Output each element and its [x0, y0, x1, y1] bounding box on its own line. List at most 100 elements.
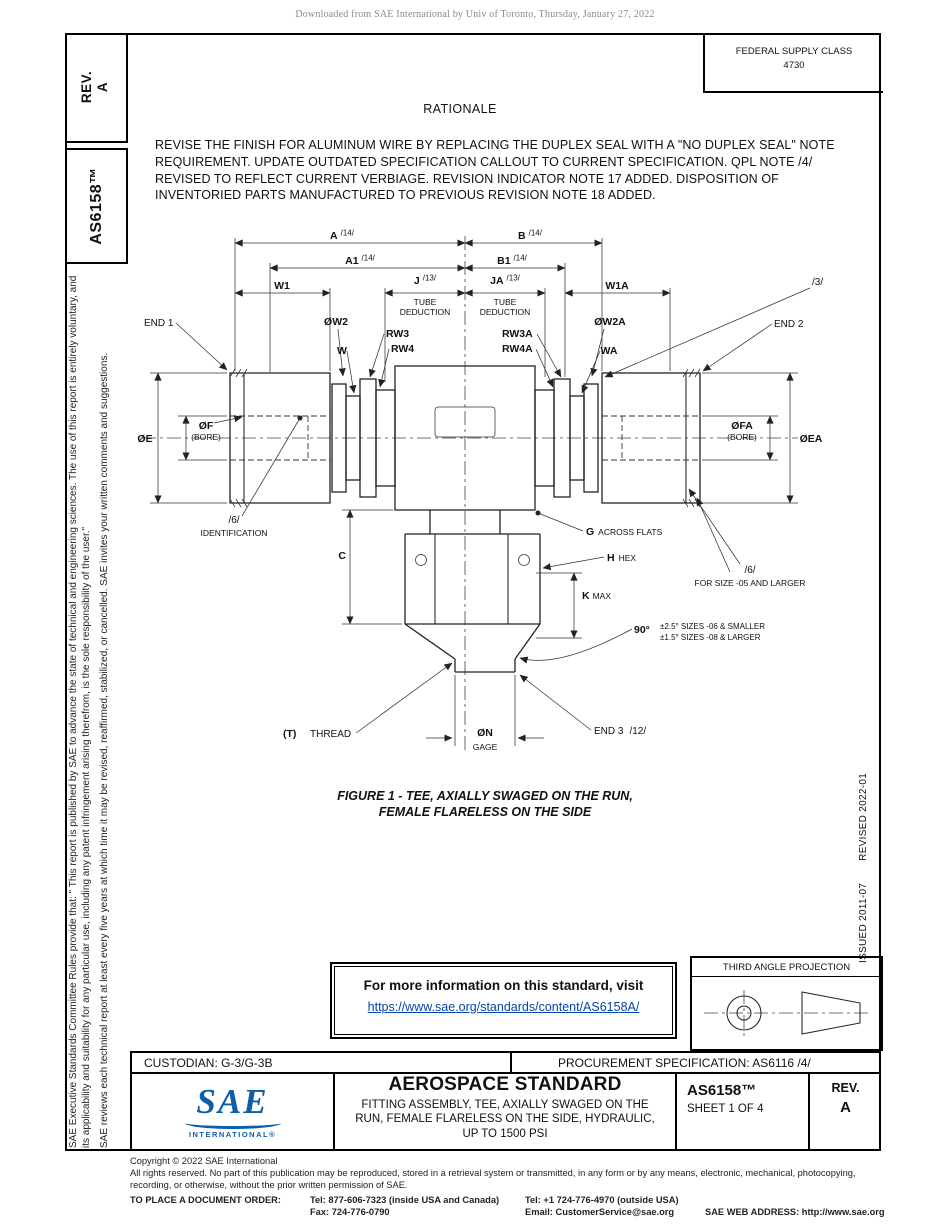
label-note3: /3/ [812, 277, 823, 288]
label-t: (T) [283, 728, 296, 740]
label-w: W [337, 345, 347, 357]
label-rw3: RW3 [386, 328, 409, 340]
label-c: C [338, 550, 346, 562]
fax-number: Fax: 724-776-0790 [310, 1206, 390, 1217]
figure-1-drawing: A/14/ B/14/ A1/14/ B1/14/ W1 W1A J/13/ T… [137, 229, 823, 753]
label-a1: A1/14/ [345, 254, 376, 268]
tel-outside: Tel: +1 724-776-4970 (outside USA) [525, 1194, 679, 1205]
copyright-line: Copyright © 2022 SAE International [130, 1156, 278, 1166]
more-info-text: For more information on this standard, v… [363, 978, 644, 993]
document-frame [65, 33, 881, 1151]
rev-box: REV. A [65, 33, 128, 143]
fsc-value: 4730 [783, 60, 805, 72]
revision-label: REV. [831, 1081, 860, 1095]
label-f-bore: (BORE) [191, 432, 221, 442]
issued-date: ISSUED 2011-07 [858, 882, 869, 963]
label-j: J/13/ [414, 274, 437, 288]
custodian-cell: CUSTODIAN: G-3/G-3B [144, 1055, 273, 1070]
title-block: SAE INTERNATIONAL® AEROSPACE STANDARD FI… [130, 1072, 881, 1151]
standard-link[interactable]: https://www.sae.org/standards/content/AS… [367, 1000, 640, 1014]
label-ja-deduction: DEDUCTION [480, 307, 531, 317]
label-fa: ØFA [731, 420, 753, 432]
label-w1a: W1A [605, 280, 629, 292]
label-gage: GAGE [473, 742, 498, 752]
label-end3: END 3/12/ [594, 726, 646, 737]
end2-fitting-outline [601, 368, 701, 508]
rev-label: REV. [79, 70, 94, 104]
email-address: Email: CustomerService@sae.org [525, 1206, 675, 1217]
copyright-block: Copyright © 2022 SAE International All r… [130, 1156, 885, 1219]
sae-logo-cell: SAE INTERNATIONAL® [132, 1072, 333, 1151]
label-for-size: FOR SIZE -05 AND LARGER [695, 578, 806, 588]
revised-date: REVISED 2022-01 [858, 772, 869, 861]
side-branch-nut [404, 510, 541, 673]
sae-logo-text: SAE [196, 1082, 269, 1121]
fsc-label: FEDERAL SUPPLY CLASS [735, 46, 853, 57]
order-label: TO PLACE A DOCUMENT ORDER: [130, 1194, 281, 1205]
label-b: B/14/ [518, 229, 543, 243]
label-angle: 90° [634, 624, 650, 636]
doc-number-box: AS6158™ [65, 148, 128, 264]
label-size-note: /6/ [744, 565, 755, 576]
label-f: ØF [199, 420, 214, 432]
revision-value: A [840, 1099, 851, 1116]
label-rw4: RW4 [391, 343, 414, 355]
federal-supply-class-box: FEDERAL SUPPLY CLASS 4730 [703, 33, 883, 93]
figure-caption-line2: FEMALE FLARELESS ON THE SIDE [378, 804, 592, 819]
label-j-deduction: DEDUCTION [400, 307, 451, 317]
label-identification: IDENTIFICATION [201, 528, 268, 538]
download-notice: Downloaded from SAE International by Uni… [295, 9, 655, 20]
standard-title-cell: AEROSPACE STANDARD FITTING ASSEMBLY, TEE… [333, 1072, 675, 1151]
label-w2: ØW2 [324, 316, 348, 328]
label-angle-tol2: ±1.5° SIZES -08 & LARGER [660, 633, 761, 642]
swage-right [534, 378, 599, 498]
label-end1: END 1 [144, 318, 174, 329]
label-ea: ØEA [800, 433, 823, 445]
rationale-body: REVISE THE FINISH FOR ALUMINUM WIRE BY R… [155, 138, 835, 203]
sae-logo-swoosh [184, 1117, 281, 1129]
left-disclaimer: SAE Executive Standards Committee Rules … [67, 272, 127, 1148]
committee-note: SAE Executive Standards Committee Rules … [68, 275, 93, 1148]
sae-logo: SAE INTERNATIONAL® [184, 1082, 281, 1139]
label-w2a: ØW2A [594, 316, 626, 328]
label-wa: WA [601, 345, 618, 357]
rev-value: A [95, 81, 110, 93]
label-ja-tube: TUBE [494, 297, 517, 307]
revision-cell: REV. A [808, 1072, 881, 1151]
label-b1: B1/14/ [497, 254, 528, 268]
web-address: SAE WEB ADDRESS: http://www.sae.org [705, 1206, 885, 1217]
standard-title: FITTING ASSEMBLY, TEE, AXIALLY SWAGED ON… [355, 1099, 655, 1140]
label-n: ØN [477, 727, 493, 739]
dimension-lines [154, 239, 794, 742]
third-angle-projection-box: THIRD ANGLE PROJECTION [690, 956, 883, 1051]
sheet-number: SHEET 1 OF 4 [687, 1103, 764, 1115]
label-j-tube: TUBE [414, 297, 437, 307]
label-w1: W1 [274, 280, 290, 292]
more-info-box: For more information on this standard, v… [330, 962, 677, 1039]
rights-text: All rights reserved. No part of this pub… [130, 1167, 856, 1190]
doc-number: AS6158™ [687, 1082, 757, 1099]
label-rw4a: RW4A [502, 343, 533, 355]
figure-caption-line1: FIGURE 1 - TEE, AXIALLY SWAGED ON THE RU… [337, 789, 633, 803]
tel-inside: Tel: 877-606-7323 (inside USA and Canada… [310, 1194, 500, 1205]
label-fa-bore: (BORE) [727, 432, 757, 442]
rationale-title: RATIONALE [423, 102, 497, 116]
custodian-row: CUSTODIAN: G-3/G-3B PROCUREMENT SPECIFIC… [130, 1051, 881, 1074]
figure-caption: FIGURE 1 - TEE, AXIALLY SWAGED ON THE RU… [150, 789, 820, 820]
procurement-cell: PROCUREMENT SPECIFICATION: AS6116 /4/ [510, 1053, 881, 1072]
label-a: A/14/ [330, 229, 355, 243]
end1-fitting-outline [229, 368, 331, 508]
label-rw3a: RW3A [502, 328, 533, 340]
dimension-labels: A/14/ B/14/ A1/14/ B1/14/ W1 W1A J/13/ T… [137, 229, 823, 753]
issued-revised: ISSUED 2011-07 REVISED 2022-01 [858, 763, 882, 963]
third-angle-projection-symbol [704, 990, 870, 1036]
projection-title: THIRD ANGLE PROJECTION [692, 958, 881, 977]
label-end2: END 2 [774, 319, 804, 330]
leader-lines [175, 287, 811, 734]
label-ja: JA/13/ [490, 274, 521, 288]
standard-type: AEROSPACE STANDARD [388, 1074, 622, 1095]
centerlines [142, 236, 798, 751]
